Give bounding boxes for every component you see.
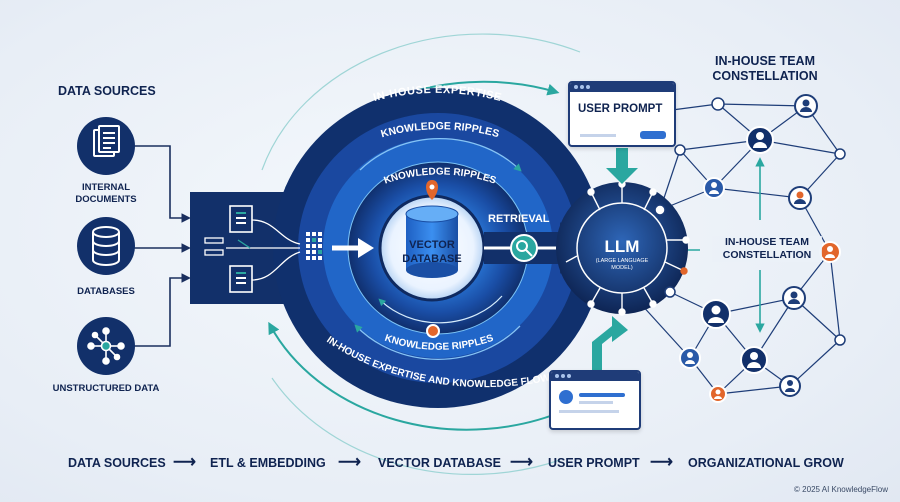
prompt-send-button[interactable] — [640, 131, 666, 139]
chat-to-llm-arrow — [592, 316, 628, 372]
team-node — [711, 97, 725, 111]
flow-arrow-icon: ⟶ — [173, 454, 196, 471]
user-prompt-label: USER PROMPT — [578, 103, 663, 115]
flow-arrow-icon: ⟶ — [510, 454, 533, 471]
team-node — [664, 286, 676, 298]
sources-title: DATA SOURCES — [58, 84, 156, 98]
ripple-arrow-2 — [354, 324, 521, 360]
team-nodes — [654, 94, 846, 403]
llm-label: LLM — [605, 237, 640, 256]
flow-step-etl: ETL & EMBEDDING — [210, 456, 326, 470]
outer-flow-arrow-bottom — [268, 321, 567, 431]
chat-titlebar — [551, 372, 639, 381]
flow-arrow-icon: ⟶ — [338, 454, 361, 471]
database-cylinder-icon — [405, 205, 459, 278]
prompt-to-llm-arrow — [606, 148, 638, 184]
chat-window — [549, 370, 641, 430]
network-icon — [87, 327, 125, 365]
outer-orbit-bottom — [271, 377, 561, 475]
user-prompt-window: USER PROMPT — [568, 81, 676, 147]
team-node — [674, 144, 686, 156]
source-label-databases: DATABASES — [77, 286, 135, 297]
copyright: © 2025 AI KnowledgeFlow — [794, 485, 888, 494]
orange-dot-marker — [426, 324, 440, 338]
retrieval-label: RETRIEVAL — [488, 213, 550, 225]
magnifier-icon — [510, 234, 538, 262]
connector-documents — [134, 145, 191, 223]
team-title: IN-HOUSE TEAM CONSTELLATION — [712, 54, 818, 83]
llm-sublabel-2: MODEL) — [611, 265, 633, 271]
team-node — [834, 148, 846, 160]
vector-db-label-2: DATABASE — [402, 253, 461, 265]
flow-step-sources: DATA SOURCES — [68, 456, 166, 470]
chat-line — [579, 393, 625, 397]
llm-sublabel-1: (LARGE LANGUAGE — [596, 258, 649, 264]
connector-unstructured — [134, 273, 191, 347]
source-label-documents: INTERNAL DOCUMENTS — [75, 182, 137, 205]
database-icon — [92, 226, 120, 266]
chat-line — [559, 410, 619, 413]
flow-arrow-icon: ⟶ — [650, 454, 673, 471]
chat-avatar-icon — [559, 390, 573, 404]
team-mid-label: IN-HOUSE TEAM CONSTELLATION — [712, 236, 822, 262]
flow-step-vector-db: VECTOR DATABASE — [378, 456, 501, 470]
window-titlebar — [570, 83, 674, 92]
prompt-input-line — [580, 134, 616, 137]
etl-to-db-arrow-head — [358, 238, 374, 258]
ripple-arrow-1 — [359, 138, 522, 172]
flow-step-prompt: USER PROMPT — [548, 456, 640, 470]
vector-db-label-1: VECTOR — [409, 239, 455, 251]
outer-orbit-top — [261, 33, 581, 171]
team-node — [654, 204, 666, 216]
chat-line — [579, 401, 613, 404]
flow-step-org: ORGANIZATIONAL GROW — [688, 456, 844, 470]
source-label-unstructured: UNSTRUCTURED DATA — [52, 383, 160, 394]
document-icon — [93, 125, 120, 157]
etl-pipeline-icon — [204, 205, 322, 293]
team-node — [834, 334, 846, 346]
llm-disc — [556, 182, 688, 314]
ripple-arrow-3 — [378, 295, 503, 324]
orange-pin-icon — [426, 180, 438, 200]
